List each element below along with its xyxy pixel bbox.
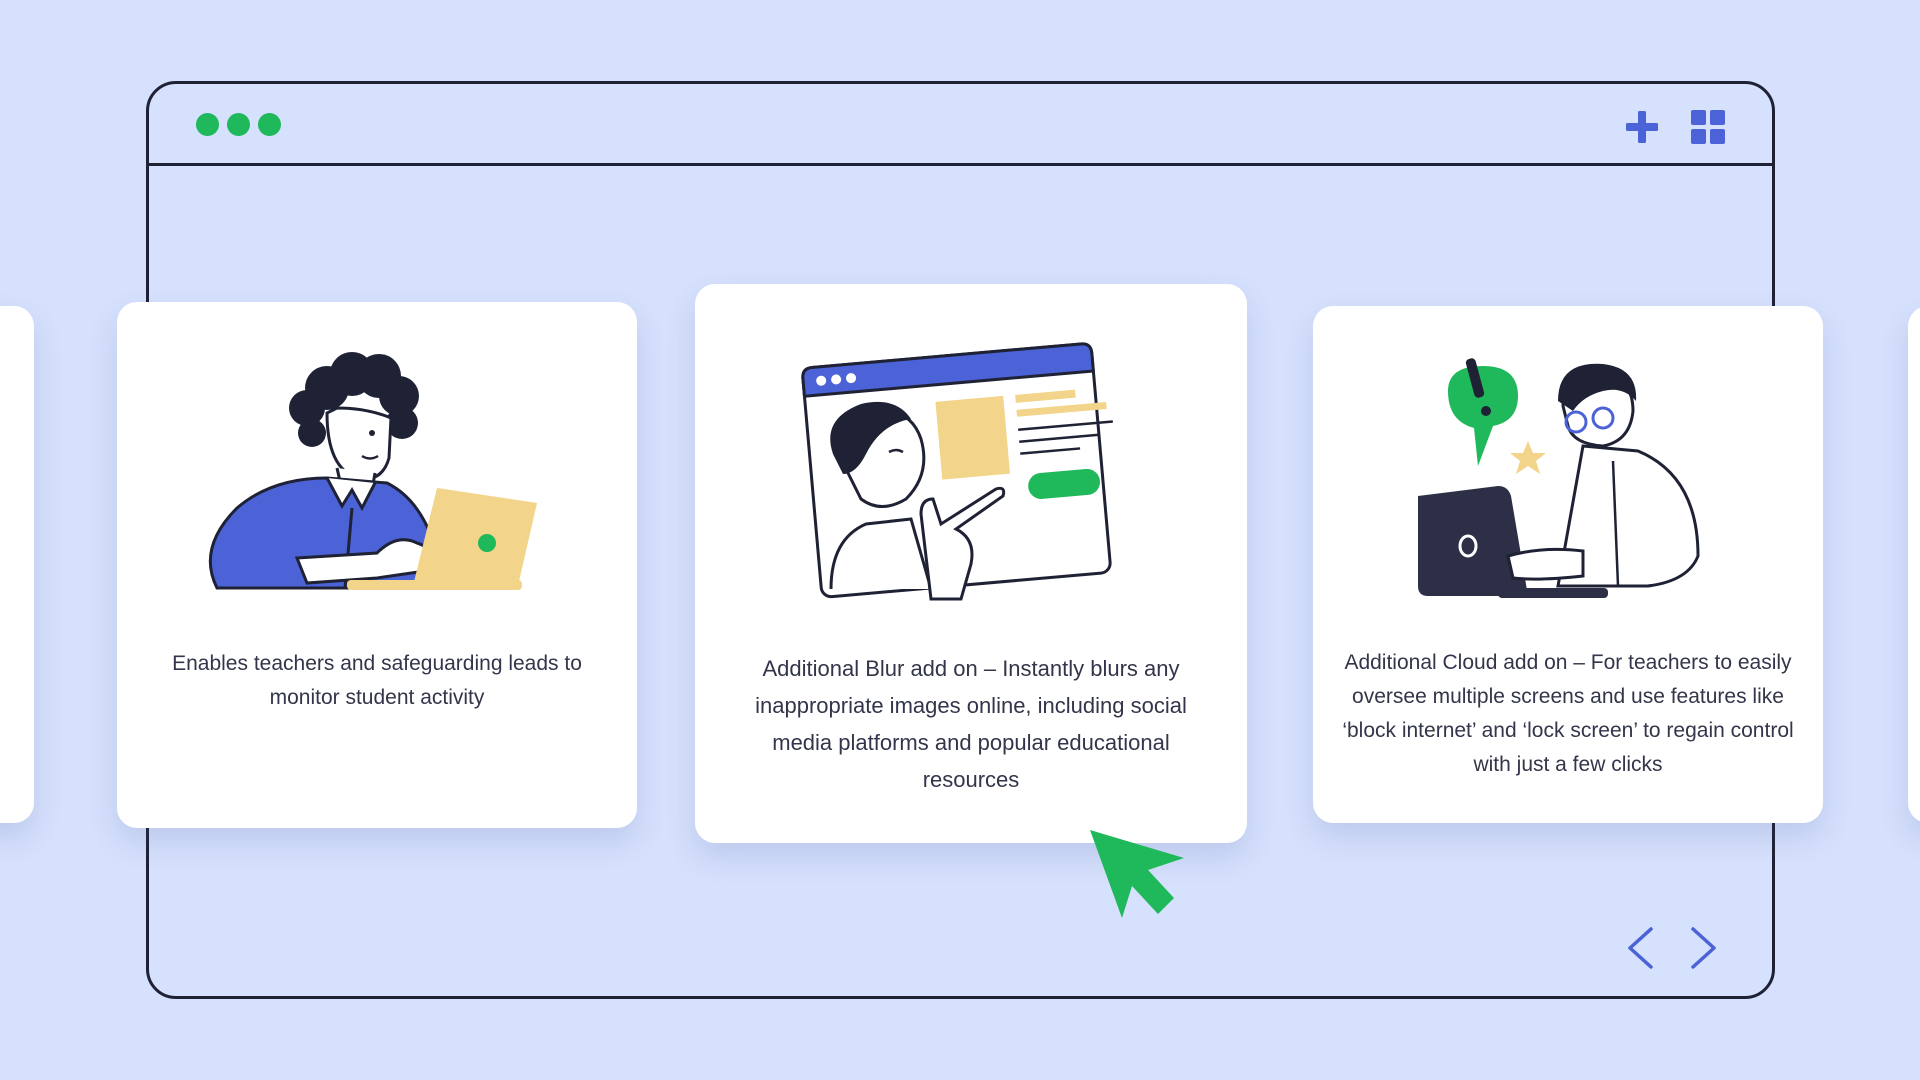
window-dot-2[interactable]: [227, 113, 250, 136]
card-description: Additional Blur add on – Instantly blurs…: [755, 656, 1187, 792]
person-pointing-at-browser-illustration: [695, 324, 1247, 614]
window-dot-1[interactable]: [196, 113, 219, 136]
window-controls: [196, 113, 281, 136]
window-actions: [1620, 105, 1730, 149]
mouse-pointer-icon: [1088, 828, 1188, 925]
feature-card-cloud[interactable]: Additional Cloud add on – For teachers t…: [1313, 306, 1823, 823]
window-dot-3[interactable]: [258, 113, 281, 136]
plus-icon[interactable]: [1620, 105, 1664, 149]
teacher-alert-laptop-illustration: [1313, 356, 1823, 606]
card-description: Enables teachers and safeguarding leads …: [172, 652, 582, 709]
feature-card-blur[interactable]: Additional Blur add on – Instantly blurs…: [695, 284, 1247, 843]
person-using-laptop-illustration: [117, 338, 637, 598]
grid-icon[interactable]: [1686, 105, 1730, 149]
feature-card-monitoring[interactable]: Enables teachers and safeguarding leads …: [117, 302, 637, 828]
card-description: Additional Cloud add on – For teachers t…: [1342, 651, 1794, 776]
chevron-left-icon[interactable]: [1620, 922, 1660, 974]
carousel-card-partial-next[interactable]: [1908, 306, 1920, 823]
chevron-right-icon[interactable]: [1684, 922, 1724, 974]
carousel-card-partial-previous[interactable]: [0, 306, 34, 823]
carousel-navigation: [1620, 922, 1724, 974]
window-title-bar: [149, 84, 1772, 166]
